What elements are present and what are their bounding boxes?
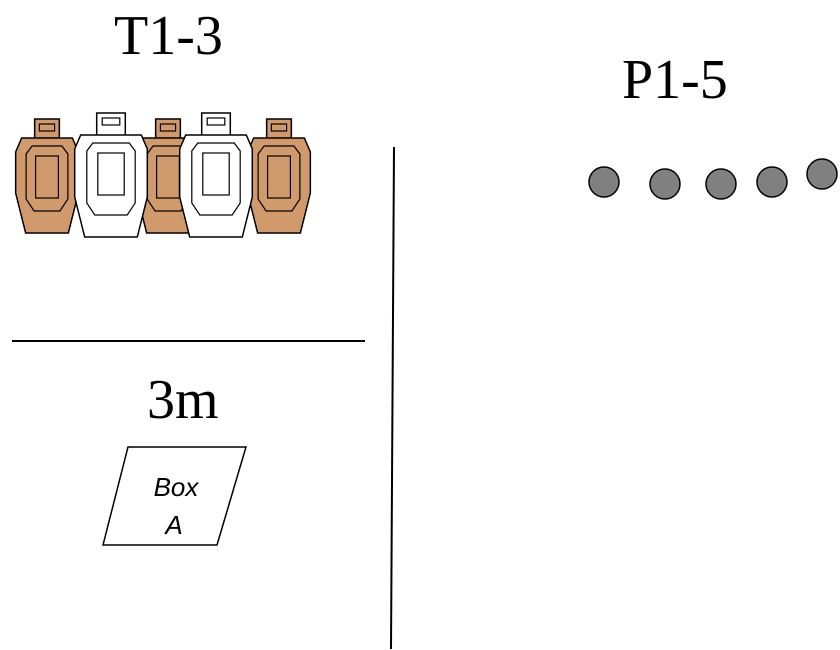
box-a: Box A	[102, 446, 248, 546]
target-array	[14, 112, 312, 238]
box-a-shape	[102, 446, 248, 546]
popper-2	[649, 168, 681, 200]
no-shoot-target-1	[73, 112, 149, 238]
divider-wall	[390, 146, 395, 650]
box-a-label-line2: A	[163, 510, 182, 540]
popper-4	[756, 166, 788, 198]
shoot-target-1	[14, 118, 80, 234]
popper-5	[806, 158, 838, 190]
box-a-label-line1: Box	[154, 472, 200, 502]
no-shoot-target-2	[178, 112, 254, 238]
poppers-label: P1-5	[622, 49, 728, 111]
popper-1	[588, 166, 620, 198]
distance-label: 3m	[147, 369, 219, 431]
popper-array	[588, 158, 838, 200]
shoot-target-3	[246, 118, 312, 234]
popper-3	[705, 168, 737, 200]
targets-label: T1-3	[114, 5, 223, 67]
